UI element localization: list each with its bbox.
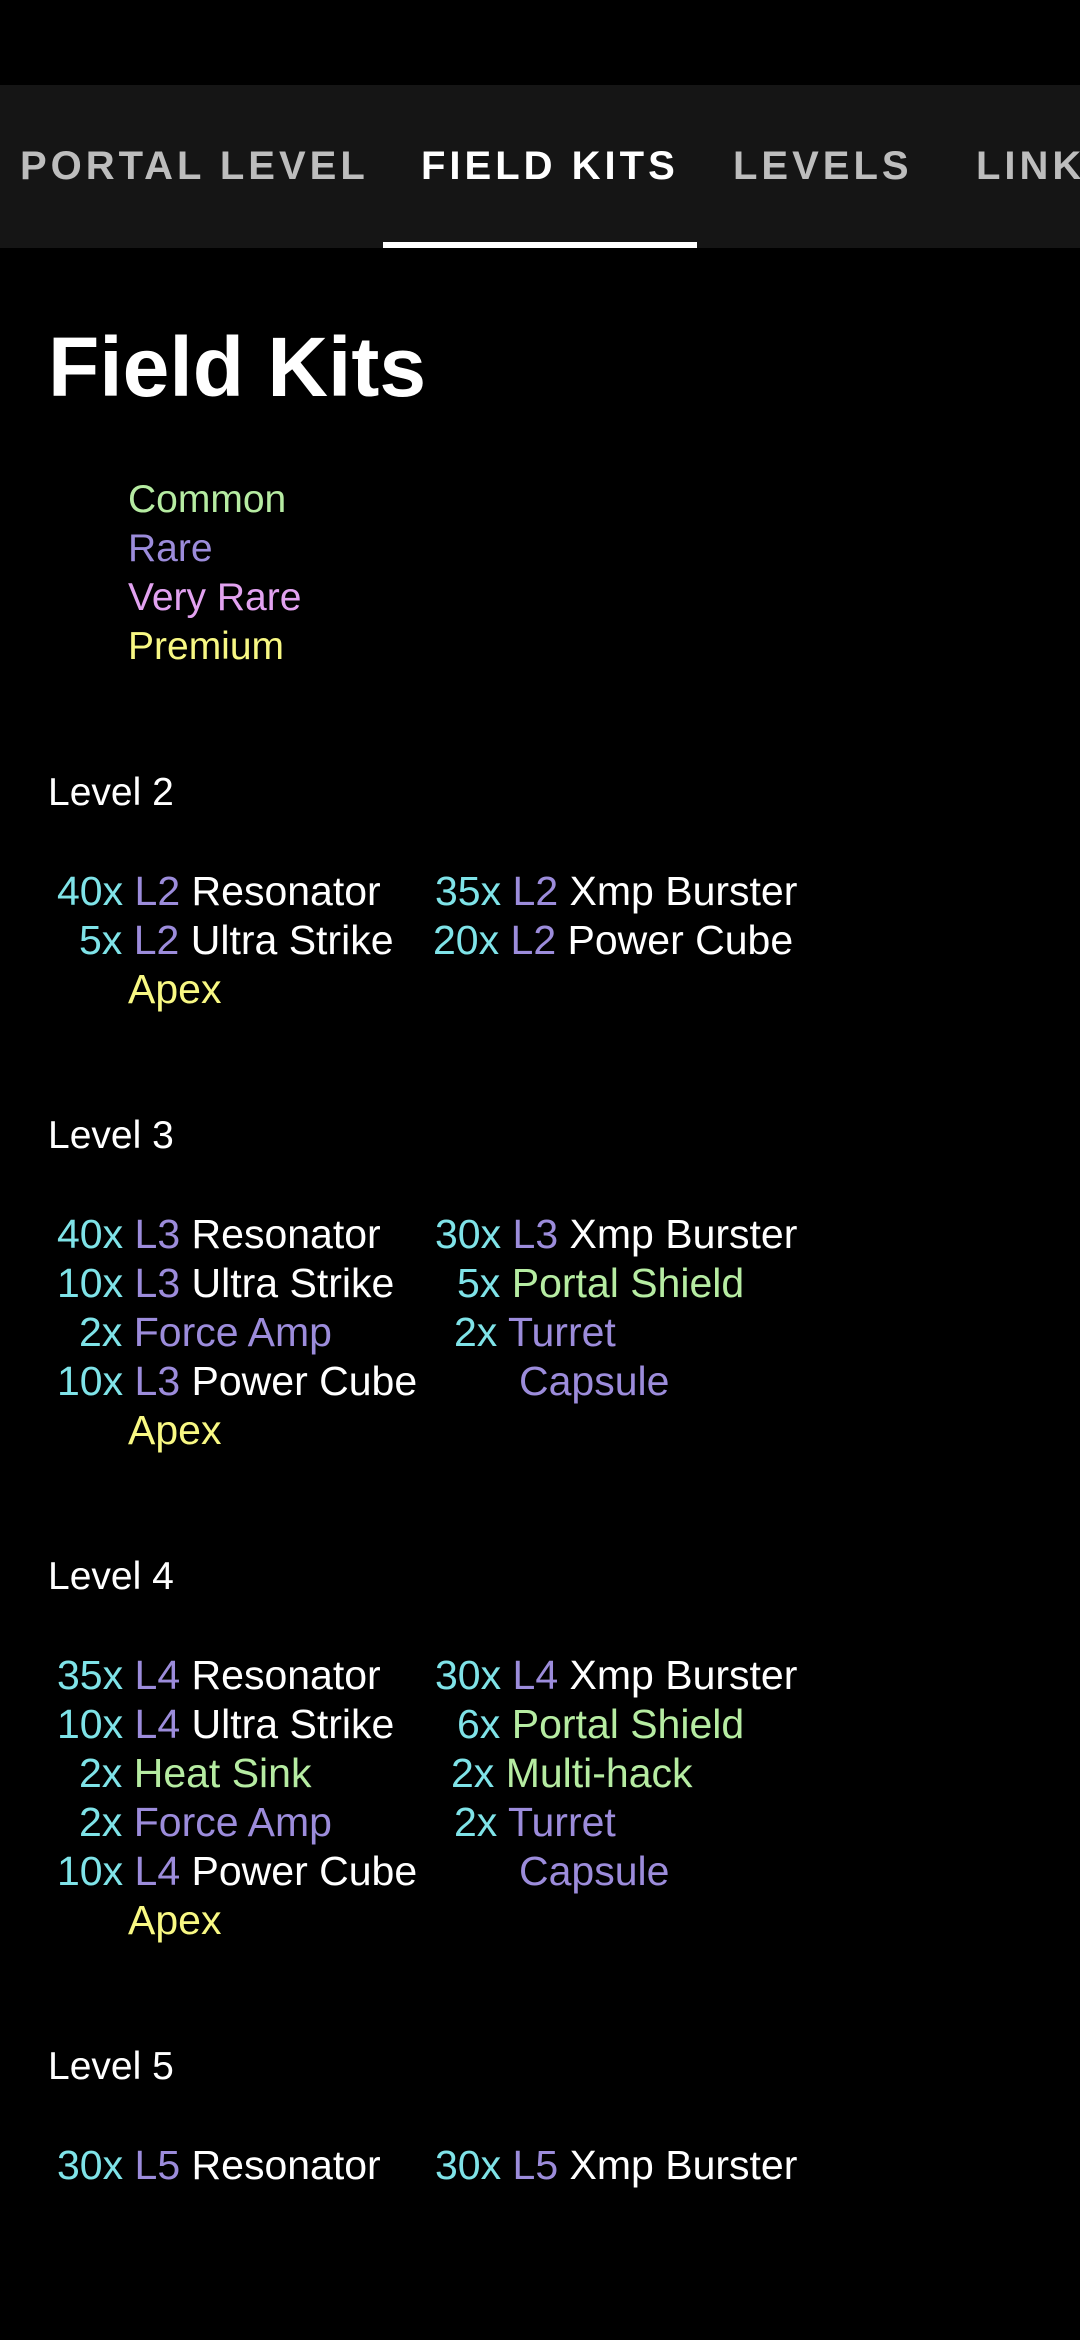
tab-levels[interactable]: LEVELS bbox=[733, 144, 913, 188]
kit-item: 2x Multi-hack bbox=[451, 1750, 693, 1796]
kit-item: 10x L3 Power Cube bbox=[57, 1358, 418, 1404]
page-title: Field Kits bbox=[48, 320, 427, 414]
level-heading: Level 4 bbox=[48, 1555, 174, 1598]
kit-item: Apex bbox=[128, 966, 222, 1012]
kit-item: 40x L3 Resonator bbox=[57, 1211, 381, 1257]
legend-very-rare: Very Rare bbox=[128, 576, 302, 619]
kit-item: 35x L2 Xmp Burster bbox=[435, 868, 798, 914]
kit-item: 10x L4 Ultra Strike bbox=[57, 1701, 395, 1747]
status-bar bbox=[0, 0, 1080, 85]
kit-item: 35x L4 Resonator bbox=[57, 1652, 381, 1698]
kit-item: 30x L4 Xmp Burster bbox=[435, 1652, 798, 1698]
kit-item: Apex bbox=[128, 1897, 222, 1943]
kit-item: 2x Force Amp bbox=[79, 1799, 332, 1845]
kit-item: 5x Portal Shield bbox=[457, 1260, 745, 1306]
kit-item: 30x L5 Xmp Burster bbox=[435, 2142, 798, 2188]
kit-item: 30x L5 Resonator bbox=[57, 2142, 381, 2188]
tab-bar: PORTAL LEVEL FIELD KITS LEVELS LINK bbox=[0, 85, 1080, 248]
legend-common: Common bbox=[128, 478, 287, 521]
kit-item: 2x Turret bbox=[454, 1309, 616, 1355]
active-tab-indicator bbox=[383, 242, 697, 248]
kit-item: 2x Force Amp bbox=[79, 1309, 332, 1355]
level-heading: Level 2 bbox=[48, 771, 174, 814]
kit-item: 30x L3 Xmp Burster bbox=[435, 1211, 798, 1257]
level-heading: Level 3 bbox=[48, 1114, 174, 1157]
kit-item: 2x Heat Sink bbox=[79, 1750, 312, 1796]
kit-item: 10x L3 Ultra Strike bbox=[57, 1260, 395, 1306]
kit-item: 2x Turret bbox=[454, 1799, 616, 1845]
tab-portal-level[interactable]: PORTAL LEVEL bbox=[20, 144, 369, 188]
level-heading: Level 5 bbox=[48, 2045, 174, 2088]
tab-link[interactable]: LINK bbox=[976, 144, 1080, 188]
kit-item: Apex bbox=[128, 1407, 222, 1453]
legend-rare: Rare bbox=[128, 527, 213, 570]
tab-field-kits[interactable]: FIELD KITS bbox=[421, 144, 679, 188]
kit-item: 10x L4 Power Cube bbox=[57, 1848, 418, 1894]
kit-item: 20x L2 Power Cube bbox=[433, 917, 794, 963]
kit-item: 6x Portal Shield bbox=[457, 1701, 745, 1747]
legend-premium: Premium bbox=[128, 625, 285, 668]
kit-item: Capsule bbox=[519, 1848, 670, 1894]
kit-item: 40x L2 Resonator bbox=[57, 868, 381, 914]
kit-item: 5x L2 Ultra Strike bbox=[79, 917, 394, 963]
kit-item: Capsule bbox=[519, 1358, 670, 1404]
